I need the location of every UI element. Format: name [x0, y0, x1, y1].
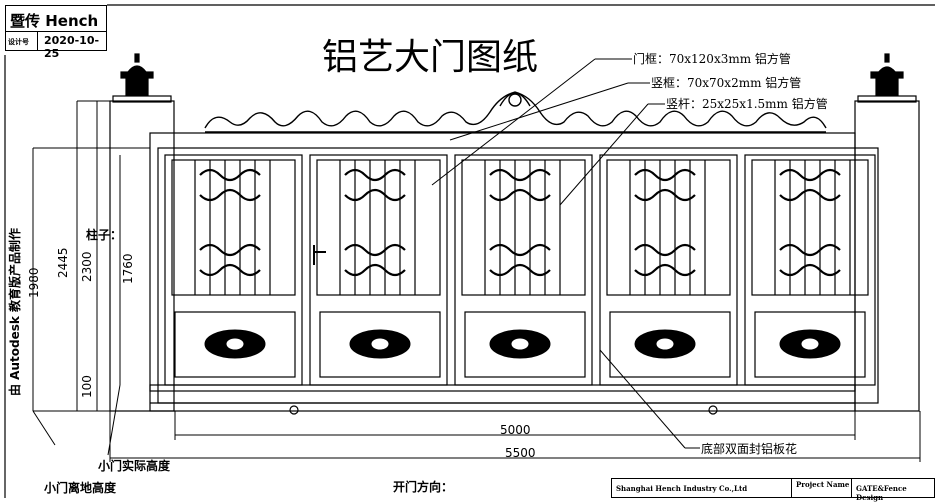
- bottom-rail: [149, 384, 856, 392]
- left-pillar: [109, 53, 175, 412]
- small-door-ground-height-label: 小门离地高度: [44, 481, 117, 495]
- wheel-right: [708, 405, 718, 415]
- dimension-2300: 2300: [80, 251, 94, 282]
- panel-ornaments: [204, 329, 841, 359]
- callout-bottom-panel: 底部双面封铝板花: [701, 442, 798, 456]
- opening-direction-label: 开门方向：: [393, 480, 454, 494]
- dimension-height: [32, 100, 150, 412]
- bottom-title-block: Shanghai Hench Industry Co.,Ltd Project …: [611, 478, 935, 502]
- dimension-5500: 5500: [505, 446, 536, 460]
- callout-vertical-frame: 竖框：70x70x2mm 铝方管: [651, 76, 802, 90]
- top-scroll-band: [204, 91, 827, 133]
- dimension-2445: 2445: [56, 247, 70, 278]
- vertical-bars: [194, 160, 851, 295]
- gate-outer-frame: [149, 132, 856, 412]
- drawing-title: 铝艺大门图纸: [322, 37, 539, 78]
- title-block-name: 暨传 Hench: [6, 6, 106, 32]
- pillar-label: 柱子：: [86, 228, 123, 242]
- small-door-actual-height-label: 小门实际高度: [98, 459, 171, 473]
- door-handle: [313, 245, 326, 265]
- dimension-1980: 1980: [27, 267, 41, 298]
- company-name: Shanghai Hench Industry Co.,Ltd: [612, 479, 792, 497]
- gate-inner-frame: [157, 147, 879, 404]
- project-name: GATE&Fence Design: [856, 484, 907, 502]
- watermark-text: 由 Autodesk 教育版产品制作: [8, 227, 22, 396]
- project-label: Project Name: [792, 479, 852, 497]
- right-pillar: [854, 53, 920, 412]
- title-block: 暨传 Hench 设计号 2020-10-25: [5, 5, 107, 60]
- wheel-left: [289, 405, 299, 415]
- callout-vertical-bar: 竖杆：25x25x1.5mm 铝方管: [666, 97, 828, 111]
- title-block-date-label: 设计号: [6, 32, 38, 50]
- title-block-date: 2020-10-25: [44, 34, 100, 60]
- dimension-1760: 1760: [121, 253, 135, 284]
- dimension-100: 100: [80, 375, 94, 398]
- dimension-width: [109, 411, 921, 462]
- leader-lines: [32, 58, 700, 456]
- bar-ornaments: [199, 168, 841, 277]
- dimension-5000: 5000: [500, 423, 531, 437]
- callout-door-frame: 门框：70x120x3mm 铝方管: [633, 52, 791, 66]
